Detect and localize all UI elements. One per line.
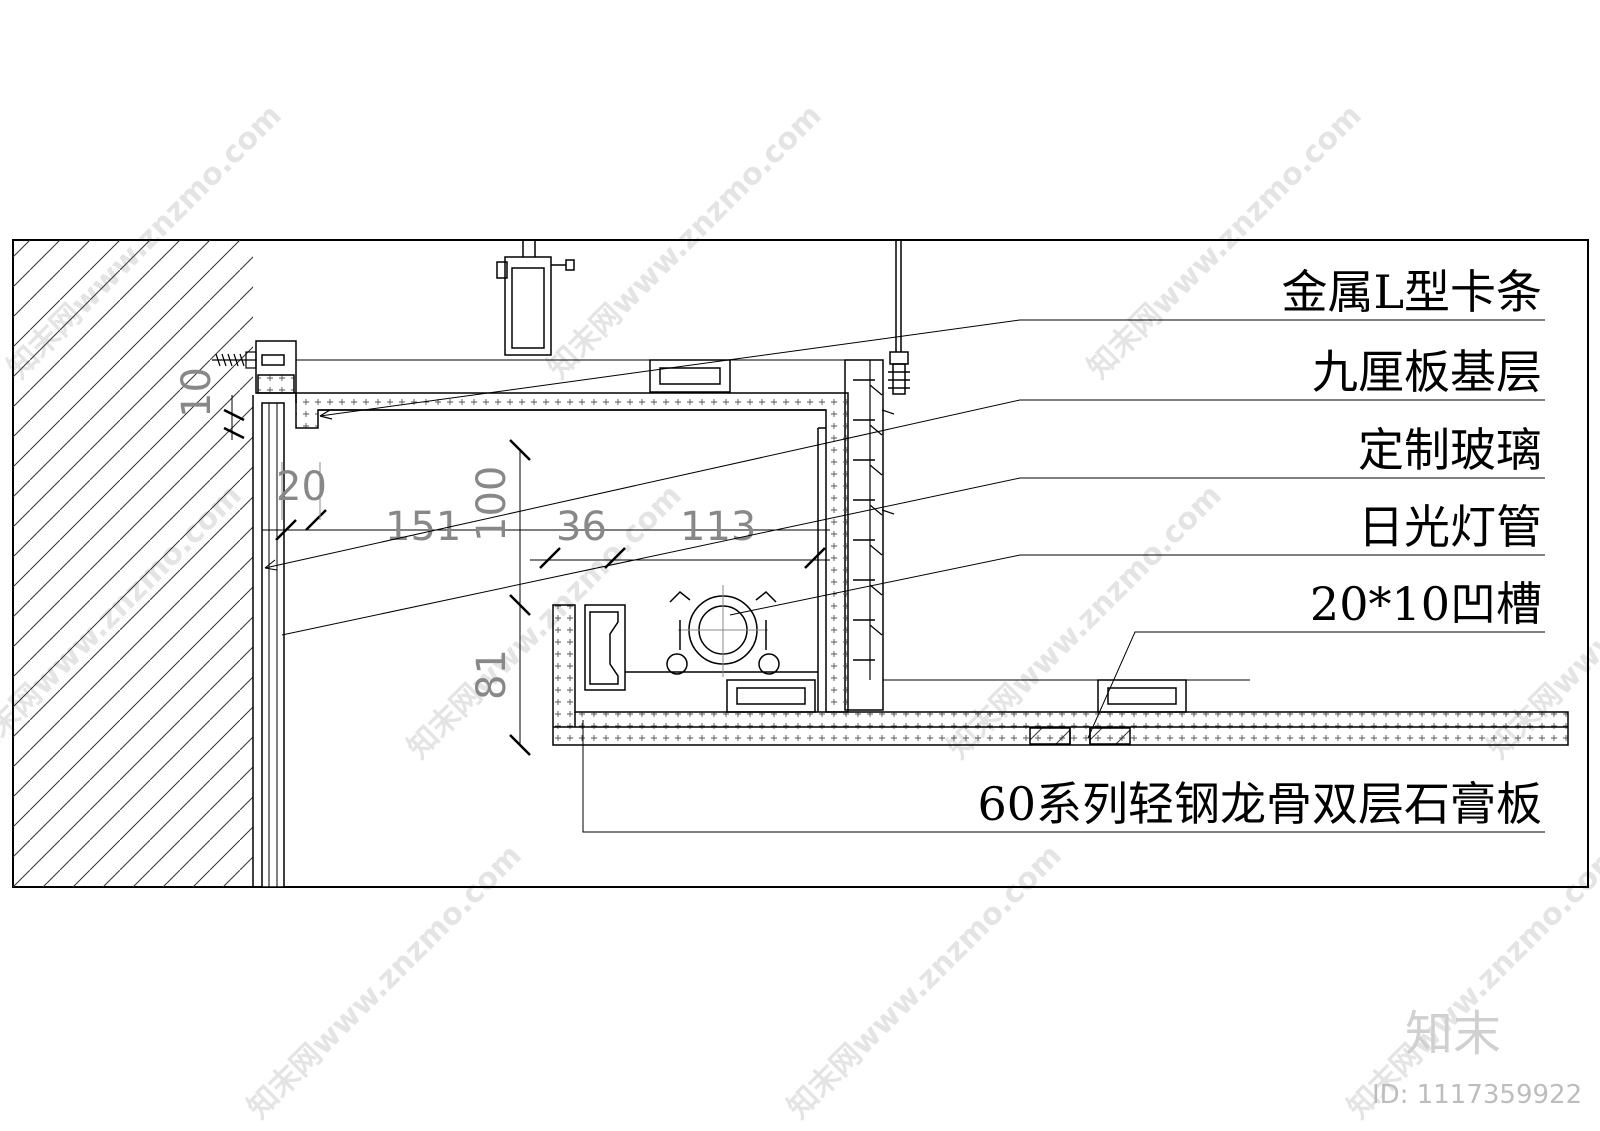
lamp-mount: [584, 604, 818, 691]
watermark-text: 知末网www.znzmo.com: [781, 838, 1069, 1126]
ceiling-keel: [726, 679, 1250, 713]
label-plywood-base: 九厘板基层: [1312, 345, 1542, 399]
dimension-texts: 10 20 151 100 36 113 81: [174, 367, 756, 700]
id-text: ID: 1117359922: [1372, 1080, 1582, 1110]
gypsum-board-lower: [552, 604, 1569, 746]
dim-10: 10: [174, 367, 220, 418]
hanger-bracket: [496, 240, 575, 356]
label-fluorescent-tube: 日光灯管: [1358, 500, 1542, 554]
leader-lines: [264, 319, 1545, 833]
label-metal-l-clip: 金属L型卡条: [1281, 265, 1542, 319]
dim-20: 20: [276, 464, 327, 510]
watermark-text: 知末网www.znzmo.com: [541, 98, 829, 386]
fluorescent-tube-icon: [666, 585, 780, 677]
dim-36: 36: [556, 504, 607, 550]
dimension-lines: [223, 395, 830, 756]
label-custom-glass: 定制玻璃: [1358, 423, 1542, 477]
screw-icon: [212, 351, 257, 369]
glass-panel: [261, 402, 285, 887]
dim-113: 113: [680, 504, 756, 550]
hanger-rod: [888, 240, 910, 395]
gypsum-board-box: [295, 392, 849, 713]
plywood-base: [869, 360, 895, 680]
label-gypsum-board: 60系列轻钢龙骨双层石膏板: [977, 777, 1542, 831]
dim-100: 100: [469, 466, 515, 542]
dim-81: 81: [469, 649, 515, 700]
brand-logo: 知末: [1405, 1006, 1501, 1062]
metal-l-clip: [255, 340, 860, 394]
watermark-text: 知末网www.znzmo.com: [1081, 98, 1369, 386]
concrete-wall: [13, 240, 254, 887]
label-groove: 20*10凹槽: [1310, 577, 1542, 631]
callout-labels: 金属L型卡条 九厘板基层 定制玻璃 日光灯管 20*10凹槽 60系列轻钢龙骨双…: [977, 265, 1542, 831]
